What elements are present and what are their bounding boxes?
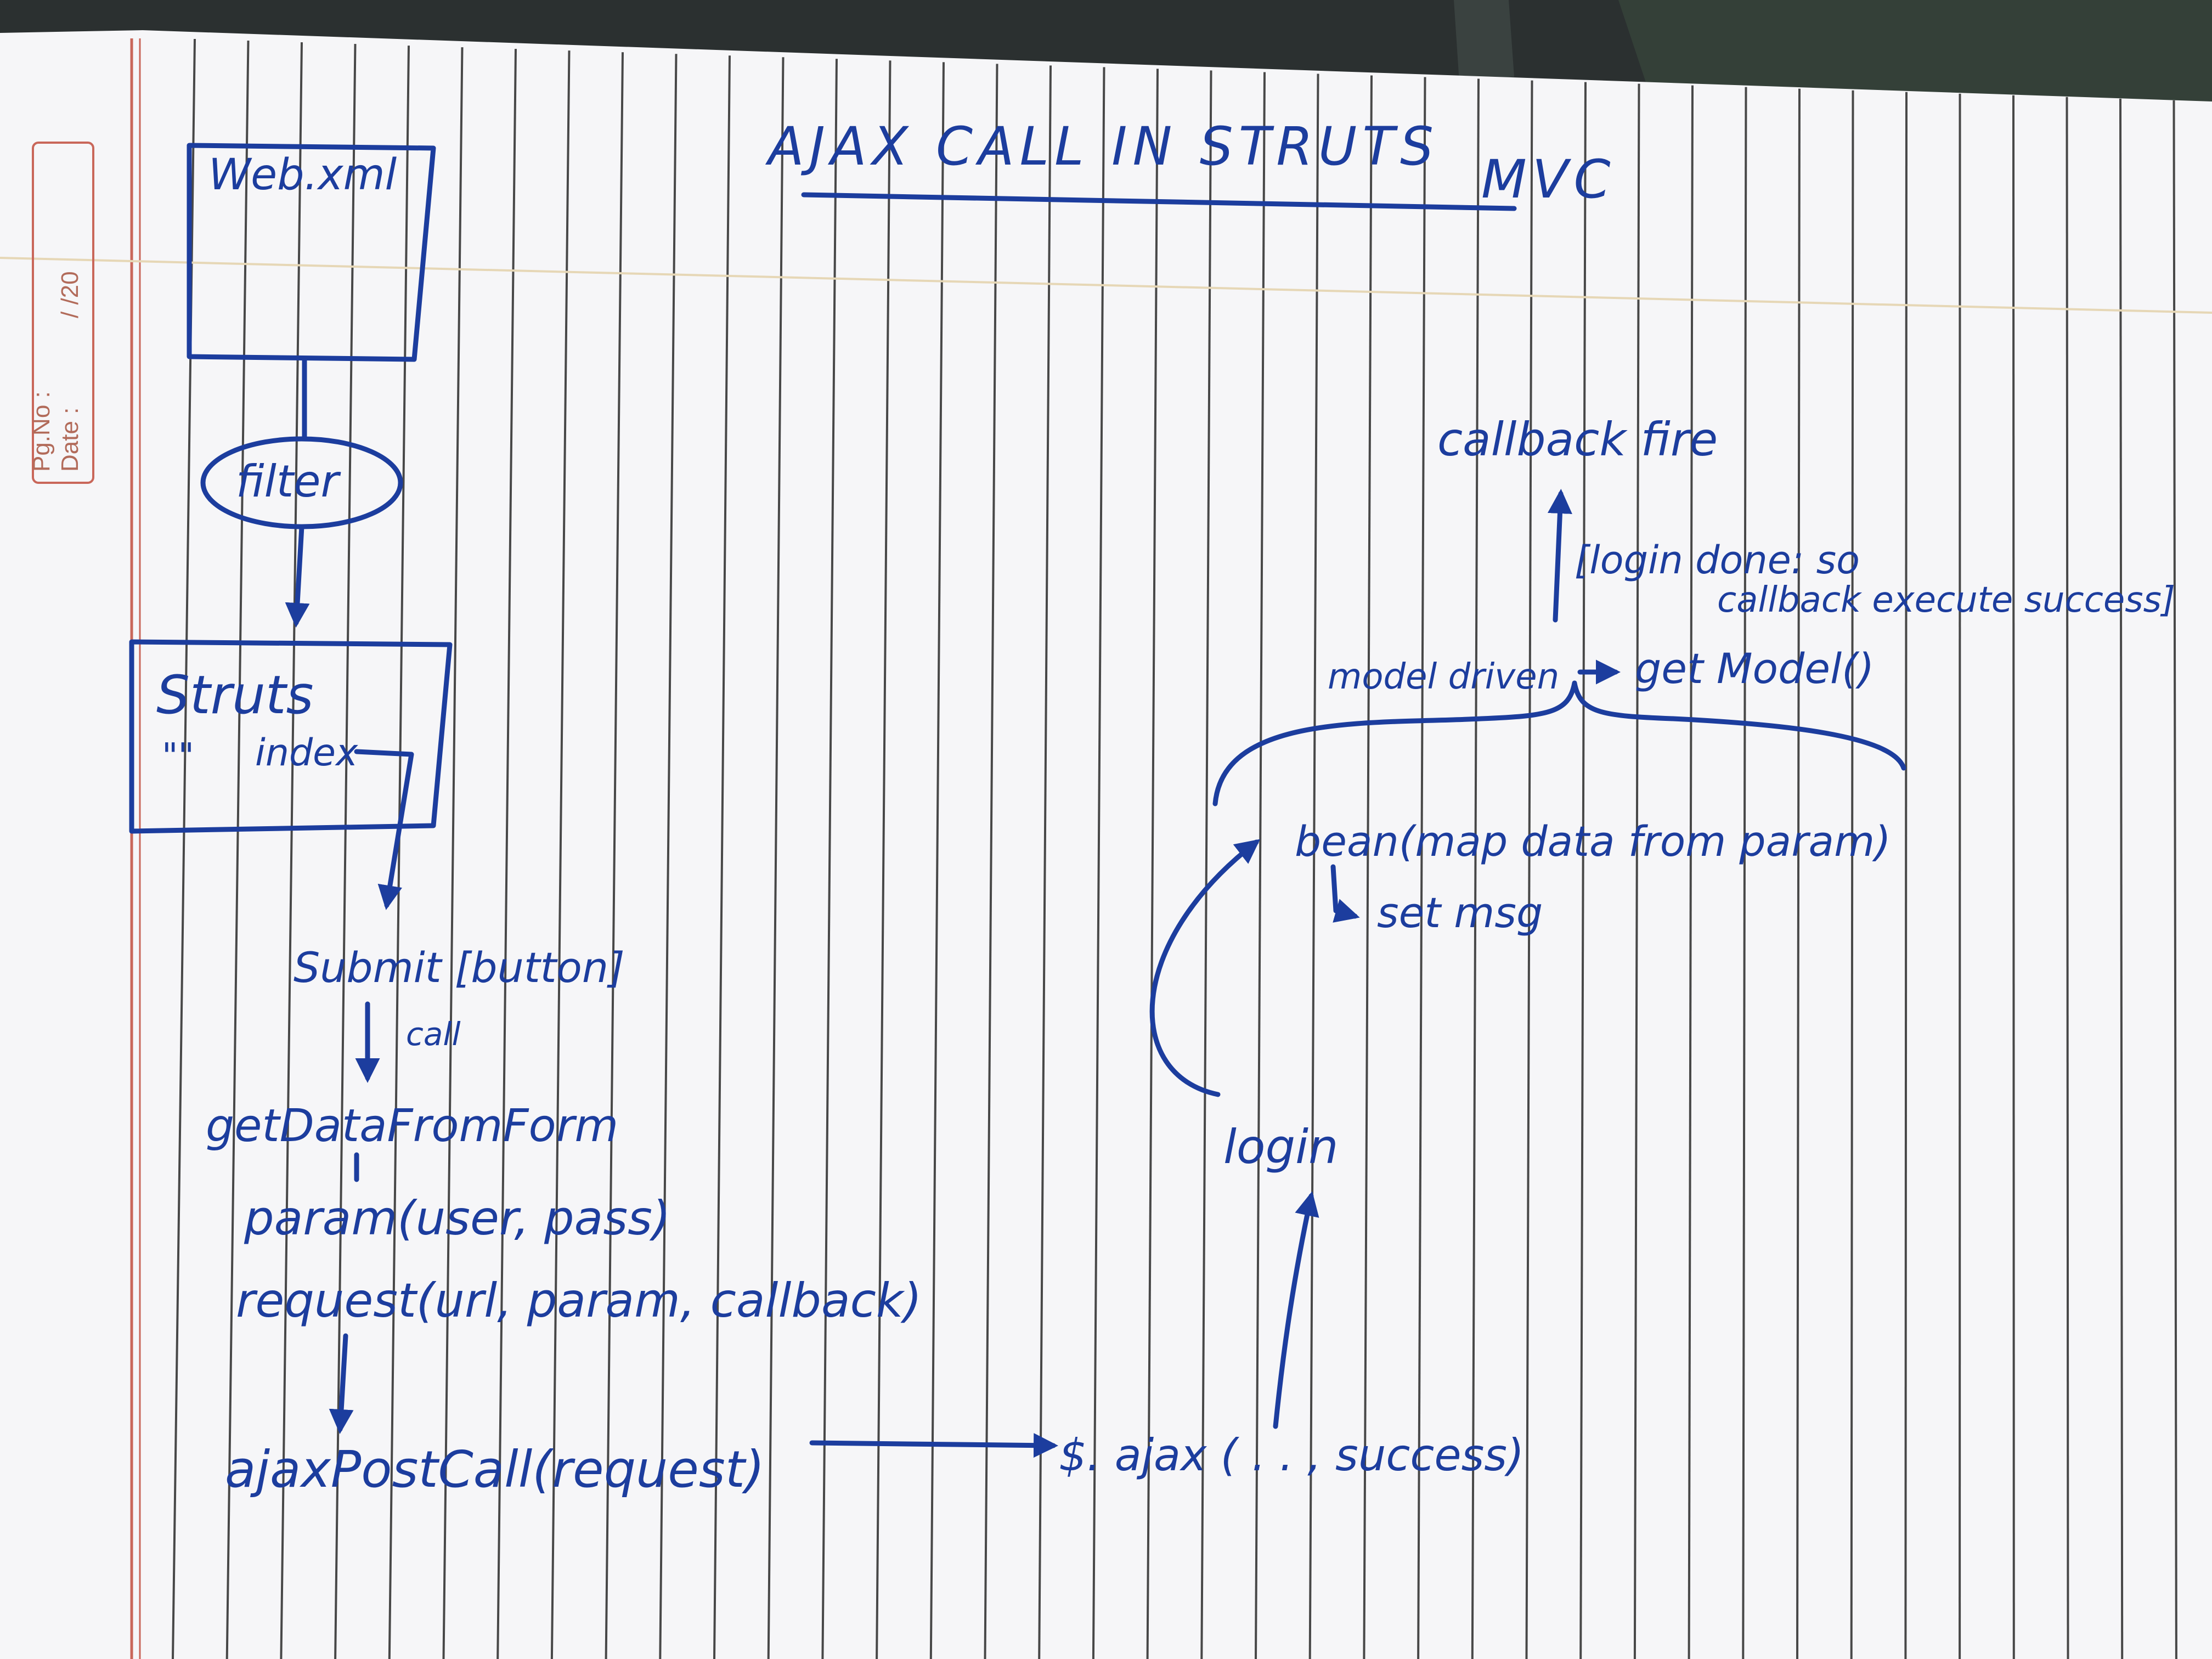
ruled-line xyxy=(713,55,731,1659)
notebook-paper xyxy=(0,30,2212,1659)
page-header-box: Pg.No : Date : / /20 xyxy=(28,142,94,484)
background-strap xyxy=(1454,0,1514,82)
ruled-lines xyxy=(172,38,2177,1659)
ruled-line xyxy=(984,64,998,1659)
ruled-line xyxy=(767,57,785,1659)
ruled-line xyxy=(280,42,303,1659)
page-header-frame xyxy=(32,142,94,484)
ruled-line xyxy=(1633,83,1640,1659)
struts-quotes: "" xyxy=(162,736,194,777)
ruled-line xyxy=(1363,75,1373,1659)
ruled-line xyxy=(1471,78,1480,1659)
title-underline xyxy=(801,192,1517,211)
struts-box xyxy=(129,639,453,834)
ruled-line xyxy=(1850,90,1854,1659)
get-model-label: get Model() xyxy=(1635,644,1874,693)
ruled-line xyxy=(225,41,250,1659)
ruled-line xyxy=(821,59,838,1659)
struts-label: Struts xyxy=(156,664,314,726)
arrow-up-to-callback-fire xyxy=(1547,489,1572,623)
header-guide-line xyxy=(0,257,2212,314)
ruled-line xyxy=(1255,72,1266,1659)
diagram-title-suffix: MVC xyxy=(1481,149,1616,210)
ruled-line xyxy=(1417,77,1426,1659)
ruled-line xyxy=(1688,85,1694,1659)
curly-brace xyxy=(1212,680,1906,806)
param-label: param(user, pass) xyxy=(244,1191,671,1246)
ruled-line xyxy=(1308,74,1319,1659)
struts-index-label: index xyxy=(255,731,358,775)
ruled-line xyxy=(2119,98,2124,1659)
bean-label: bean(map data from param) xyxy=(1295,817,1891,866)
submit-label: Submit [button] xyxy=(294,943,625,992)
ruled-line xyxy=(1904,92,1908,1659)
arrow-filter-to-struts xyxy=(285,524,310,628)
ruled-line xyxy=(1742,87,1747,1659)
request-label: request(url, param, callback) xyxy=(236,1273,922,1328)
ruled-line xyxy=(2012,95,2015,1659)
ruled-line xyxy=(550,50,571,1659)
date-value: / /20 xyxy=(57,271,83,318)
ruled-line xyxy=(442,47,464,1659)
callback-execute-label: callback execute success] xyxy=(1717,580,2175,620)
ruled-line xyxy=(496,49,517,1659)
call-label: call xyxy=(406,1015,461,1053)
ruled-line xyxy=(2172,100,2177,1659)
ruled-line xyxy=(1146,69,1159,1659)
arrow-login-to-bean xyxy=(1149,839,1261,1097)
arrow-request-to-ajaxpost xyxy=(329,1333,354,1434)
web-xml-label: Web.xml xyxy=(208,150,397,200)
model-driven-label: model driven xyxy=(1328,657,1559,697)
ruled-line xyxy=(1092,67,1105,1659)
ajax-post-call-label: ajaxPostCall(request) xyxy=(225,1440,765,1499)
filter-label: filter xyxy=(236,456,341,507)
ruled-line xyxy=(1525,80,1533,1659)
ruled-line xyxy=(929,62,945,1659)
login-done-label: [login done: so xyxy=(1575,538,1860,583)
ruled-line xyxy=(2066,97,2069,1659)
arrow-ajaxpost-to-jquery xyxy=(809,1433,1058,1458)
date-label: Date : xyxy=(57,408,83,472)
arrow-ajax-to-login xyxy=(1273,1191,1319,1429)
jquery-ajax-label: $. ajax ( . . , success) xyxy=(1059,1430,1524,1481)
ruled-line xyxy=(876,60,891,1659)
ruled-line xyxy=(1038,65,1052,1659)
callback-fire-label: callback fire xyxy=(1437,413,1718,466)
set-msg-label: set msg xyxy=(1377,888,1543,937)
ruled-line xyxy=(388,46,410,1659)
arrow-index-to-submit xyxy=(354,749,414,910)
diagram-title: AJAX CALL IN STRUTS xyxy=(765,116,1439,177)
pg-no-label: Pg.No : xyxy=(28,391,55,472)
arrow-bean-to-setmsg xyxy=(1330,864,1360,923)
ruled-line xyxy=(1200,70,1212,1659)
ruled-line xyxy=(1579,82,1587,1659)
web-xml-box xyxy=(187,143,436,362)
ruled-line xyxy=(659,54,678,1659)
ruled-line xyxy=(334,44,357,1659)
get-data-from-form-label: getDataFromForm xyxy=(206,1100,618,1152)
login-label: login xyxy=(1223,1120,1339,1175)
ruled-line xyxy=(605,52,624,1659)
ruled-line xyxy=(1796,88,1801,1659)
